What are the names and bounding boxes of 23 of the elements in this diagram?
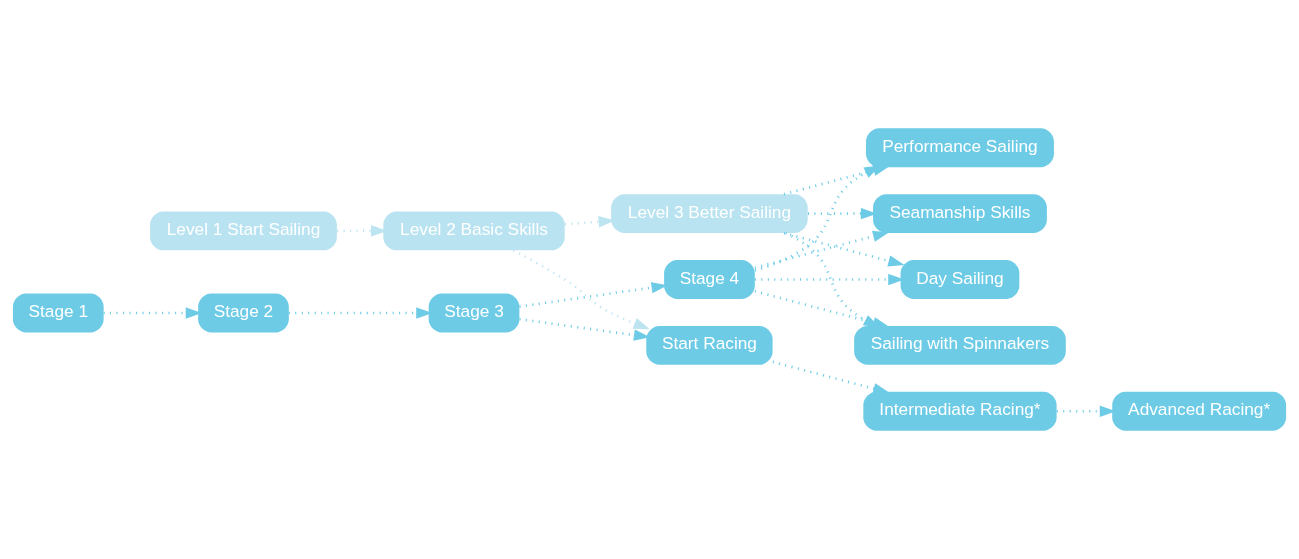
node-box: Stage 1 [12,293,104,333]
node-box: Start Racing [646,325,773,365]
arrow [783,231,905,267]
node-box: Sailing with Spinnakers [854,325,1066,365]
arrow [103,307,202,319]
arrow [772,360,890,395]
node-box: Day Sailing [900,260,1020,299]
arrow [564,216,615,228]
arrow [519,282,668,308]
node-box: Performance Sailing [866,128,1054,168]
node-box: Level 3 Better Sailing [611,194,808,234]
node-box: Stage 2 [198,293,289,333]
node-box: Level 2 Basic Skills [383,211,565,251]
node-box: Seamanship Skills [873,194,1047,234]
node-box: Intermediate Racing* [863,391,1057,431]
node-box: Stage 3 [428,293,520,333]
arrow [754,230,890,270]
arrow [1056,405,1116,417]
arrow [519,317,651,341]
node-box: Stage 4 [664,260,755,299]
node-box: Advanced Racing* [1112,391,1287,431]
node-box: Level 1 Start Sailing [150,211,337,251]
arrow [513,249,650,330]
